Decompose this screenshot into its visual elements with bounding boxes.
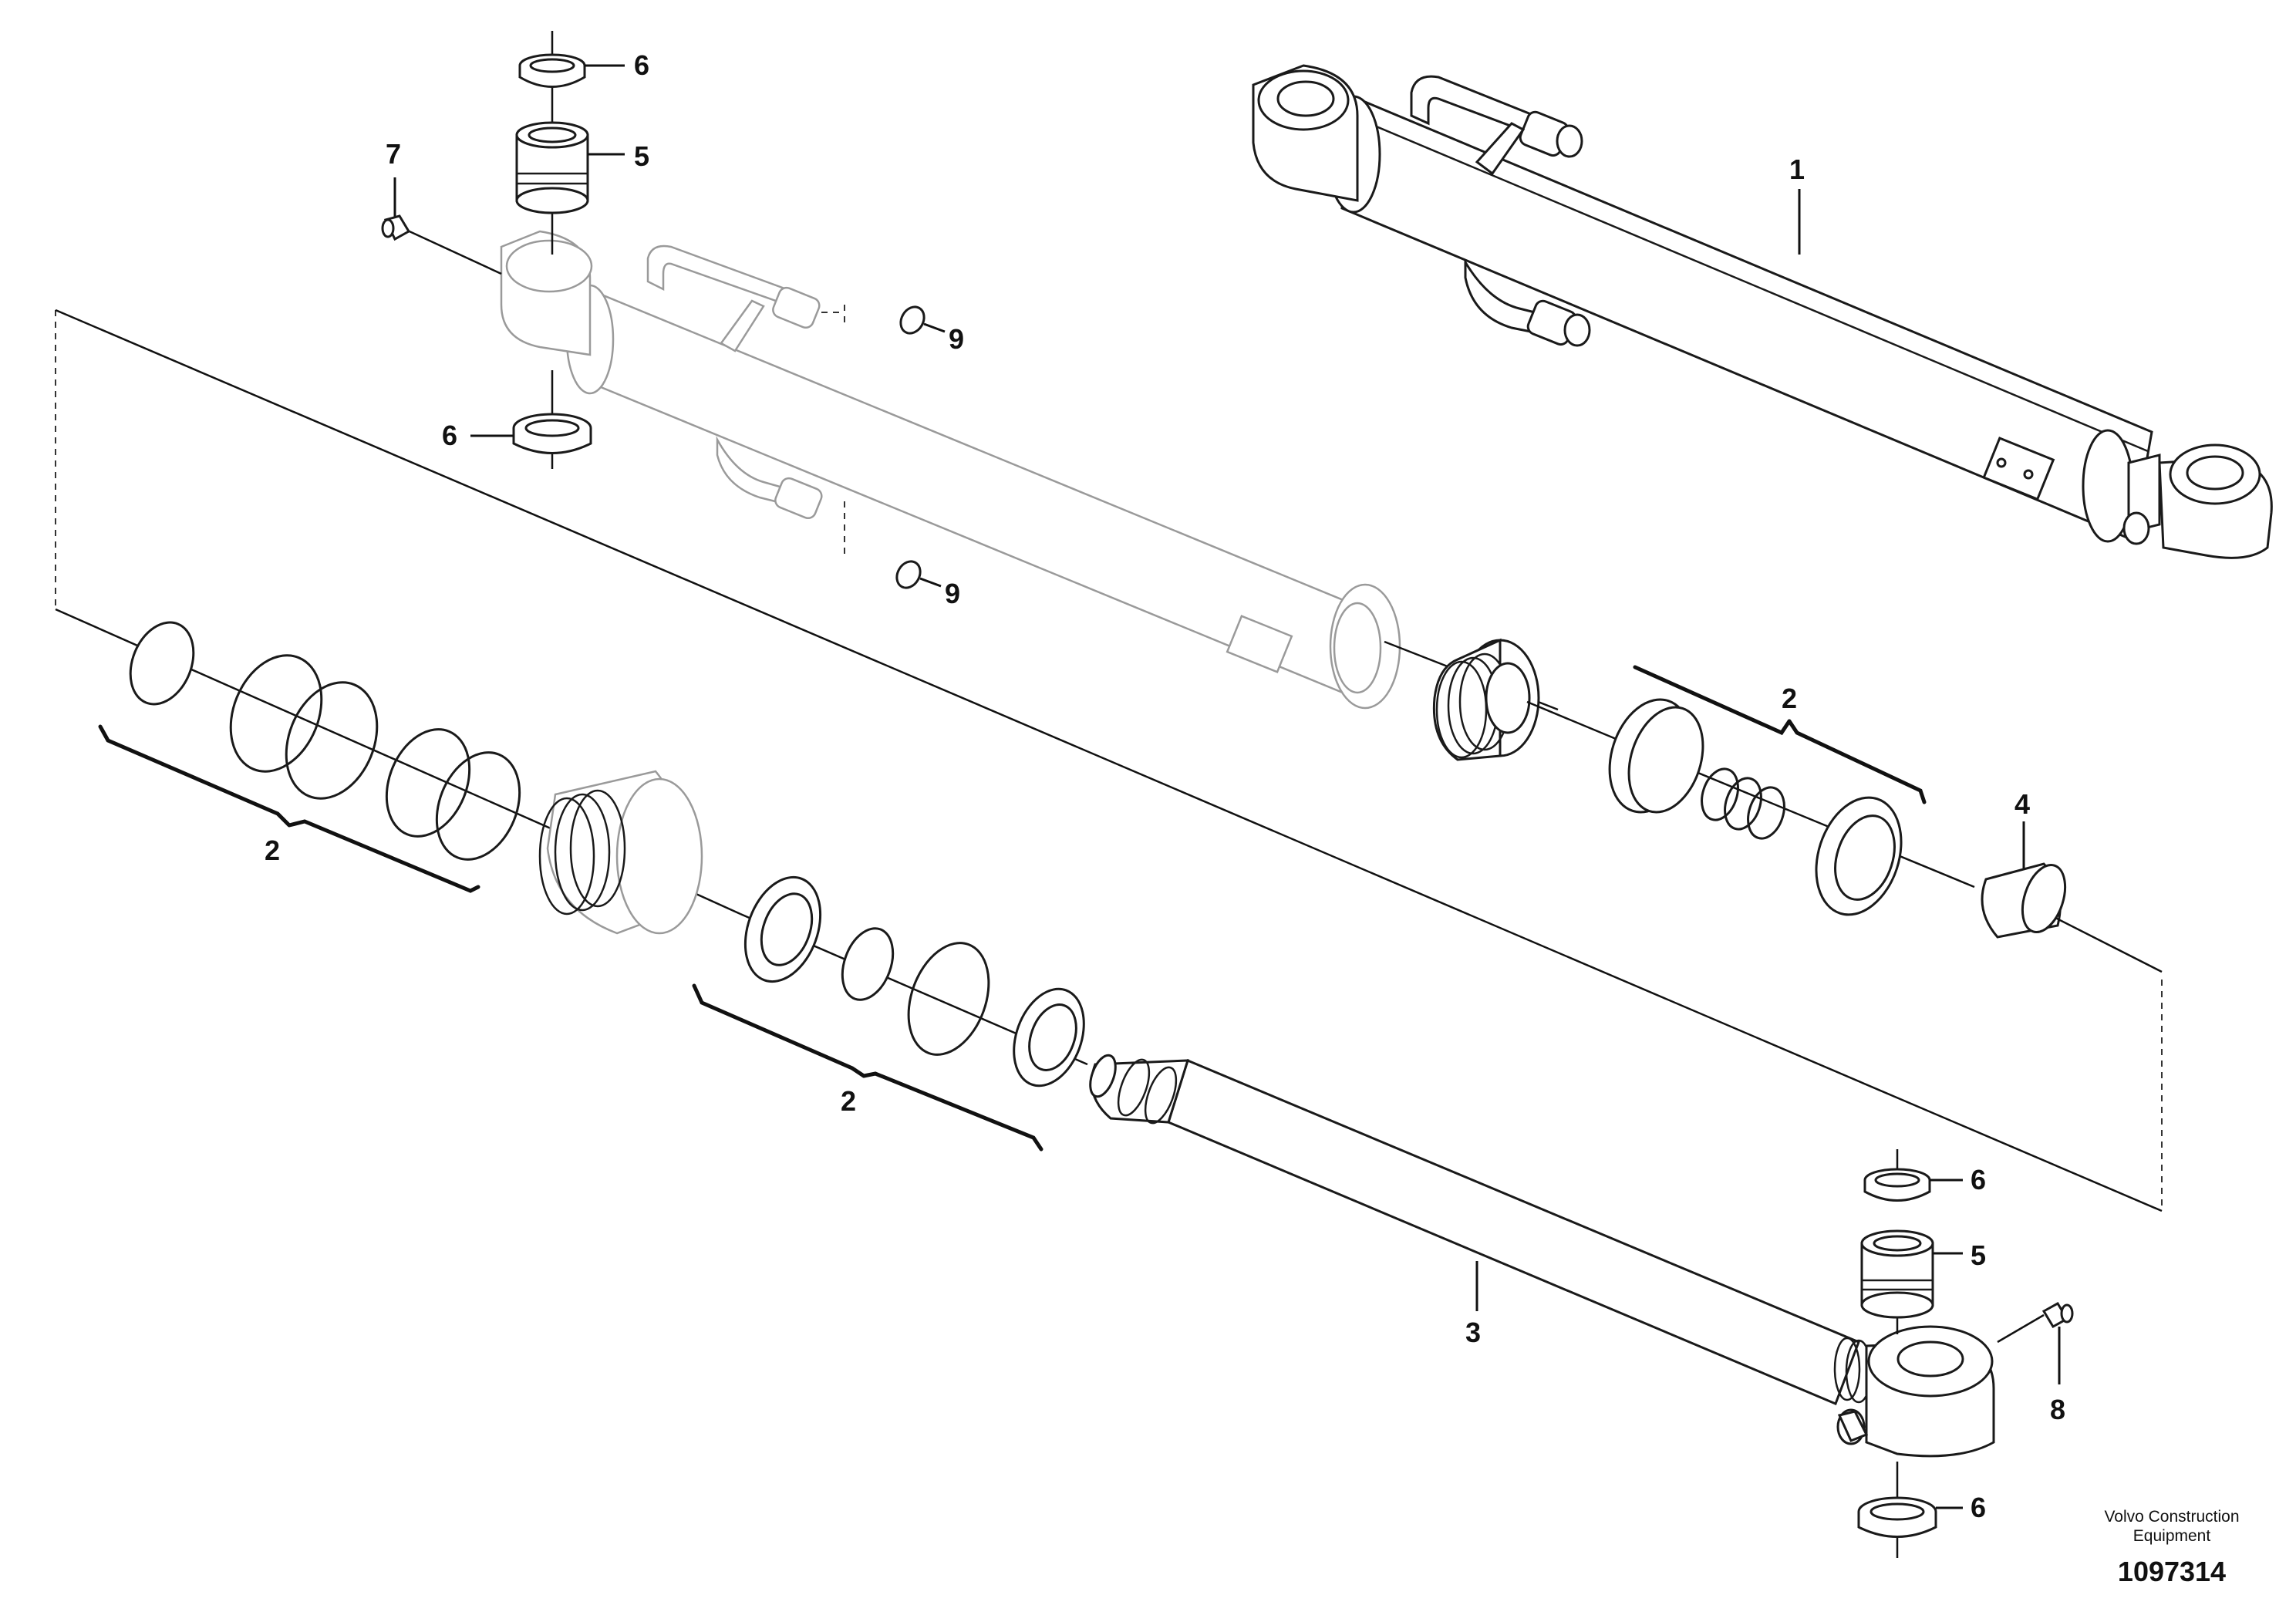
piston-upper — [1384, 638, 1620, 761]
rod-bushing-item-4 — [1981, 821, 2163, 973]
grease-nipple-top — [381, 177, 502, 275]
piston-lower — [538, 770, 741, 935]
assembled-cylinder — [1252, 64, 2273, 559]
callout-labels: 1 2 2 2 3 4 5 5 6 6 6 6 7 8 9 9 — [265, 49, 2065, 1523]
cylinder-barrel-ghost — [500, 230, 1401, 710]
callout-7: 7 — [386, 138, 401, 170]
drawing-number: 1097314 — [2118, 1556, 2226, 1587]
callout-6-bottom-lower: 6 — [1971, 1492, 1986, 1523]
brand-line-2: Equipment — [2133, 1527, 2211, 1545]
piston-rod-item-3 — [1089, 1054, 1995, 1458]
callout-5-bottom: 5 — [1971, 1239, 1986, 1271]
callout-8: 8 — [2050, 1394, 2065, 1425]
callout-6-top: 6 — [634, 49, 649, 81]
callout-6-left: 6 — [442, 420, 457, 451]
callout-6-bottom-upper: 6 — [1971, 1164, 1986, 1195]
bushing-stack-top-left — [512, 31, 592, 469]
callout-2-left: 2 — [265, 835, 280, 866]
callout-1: 1 — [1789, 153, 1805, 185]
frame-line — [55, 309, 2163, 1212]
callout-5-top: 5 — [634, 140, 649, 172]
callout-leaders — [470, 64, 1963, 1509]
o-rings-item-9 — [895, 305, 946, 589]
callout-4: 4 — [2014, 788, 2030, 820]
callout-2-middle: 2 — [841, 1085, 856, 1117]
callout-9-lower: 9 — [945, 578, 960, 609]
title-block: Volvo Construction Equipment 1097314 — [2104, 1508, 2239, 1587]
seal-kit-middle — [692, 875, 1088, 1152]
seal-kit-upper — [1608, 665, 1975, 916]
bushing-stack-bottom-right — [1857, 1149, 2074, 1558]
brand-line-1: Volvo Construction — [2104, 1508, 2239, 1526]
callout-9-upper: 9 — [949, 323, 964, 355]
seal-kit-left — [55, 608, 579, 893]
callout-3: 3 — [1465, 1317, 1481, 1348]
callout-2-upper: 2 — [1782, 683, 1797, 714]
